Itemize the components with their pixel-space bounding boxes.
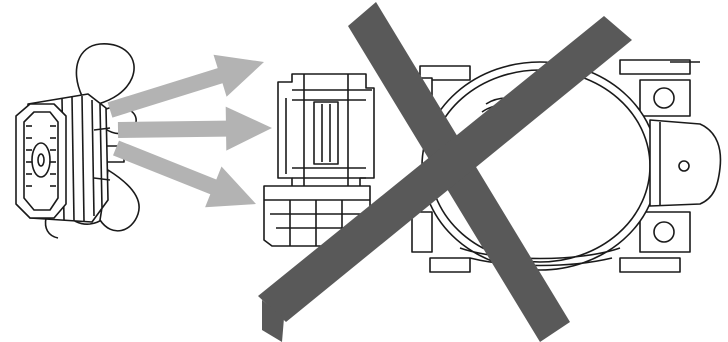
fan-motor [16, 44, 139, 238]
motor-hub-center [38, 154, 44, 166]
airflow-arrow-2 [118, 107, 272, 151]
motor-bracket [46, 218, 59, 238]
